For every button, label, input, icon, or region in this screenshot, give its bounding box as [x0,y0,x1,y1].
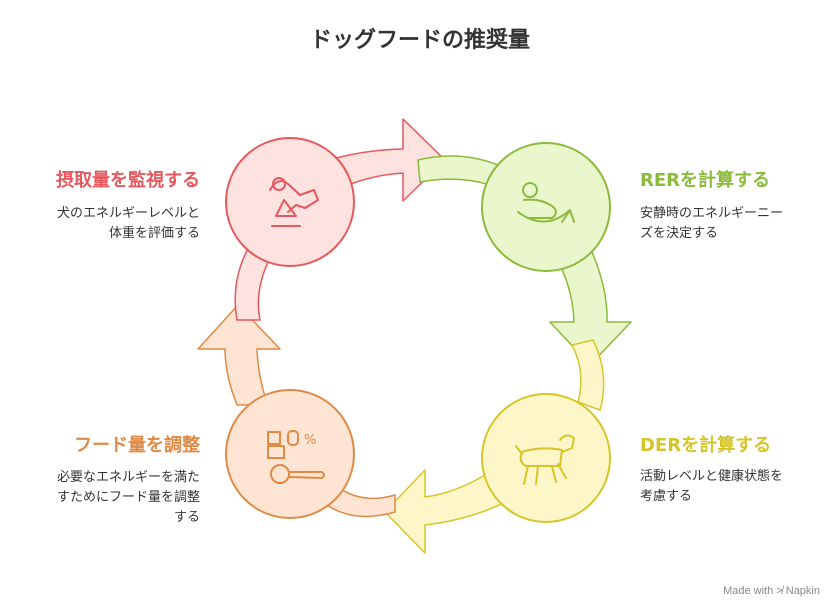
step-circle-der [481,393,611,523]
step-circle-adjust [225,389,355,519]
step-desc-der: 活動レベルと健康状態を 考慮する [640,469,784,504]
connector-top-right [417,155,499,186]
page-title: ドッグフードの推奨量 [309,28,530,53]
step-desc-monitor: 犬のエネルギーレベルと 体重を評価する [56,206,200,241]
step-desc-adjust: 必要なエネルギーを満た すためにフード量を調整 する [56,470,200,525]
step-title-monitor: 摂取量を監視する [56,170,200,191]
step-title-rer: RERを計算する [640,170,771,191]
napkin-footer: Made with ≯ Napkin [723,585,820,597]
walking-dog-icon [515,434,575,485]
food-scoop-icon: % [267,430,325,484]
cycle-arrow-left [197,304,281,406]
step-circle-monitor [225,137,355,267]
step-title-adjust: フード量を調整 [74,435,200,456]
svg-text:%: % [304,433,316,448]
step-circle-rer [481,142,611,272]
step-desc-rer: 安静時のエネルギーニー ズを決定する [640,206,784,241]
jumping-dog-icon [269,177,319,227]
step-title-der: DERを計算する [640,435,772,456]
connector-right-bottom [570,339,605,411]
resting-dog-icon [517,182,575,223]
